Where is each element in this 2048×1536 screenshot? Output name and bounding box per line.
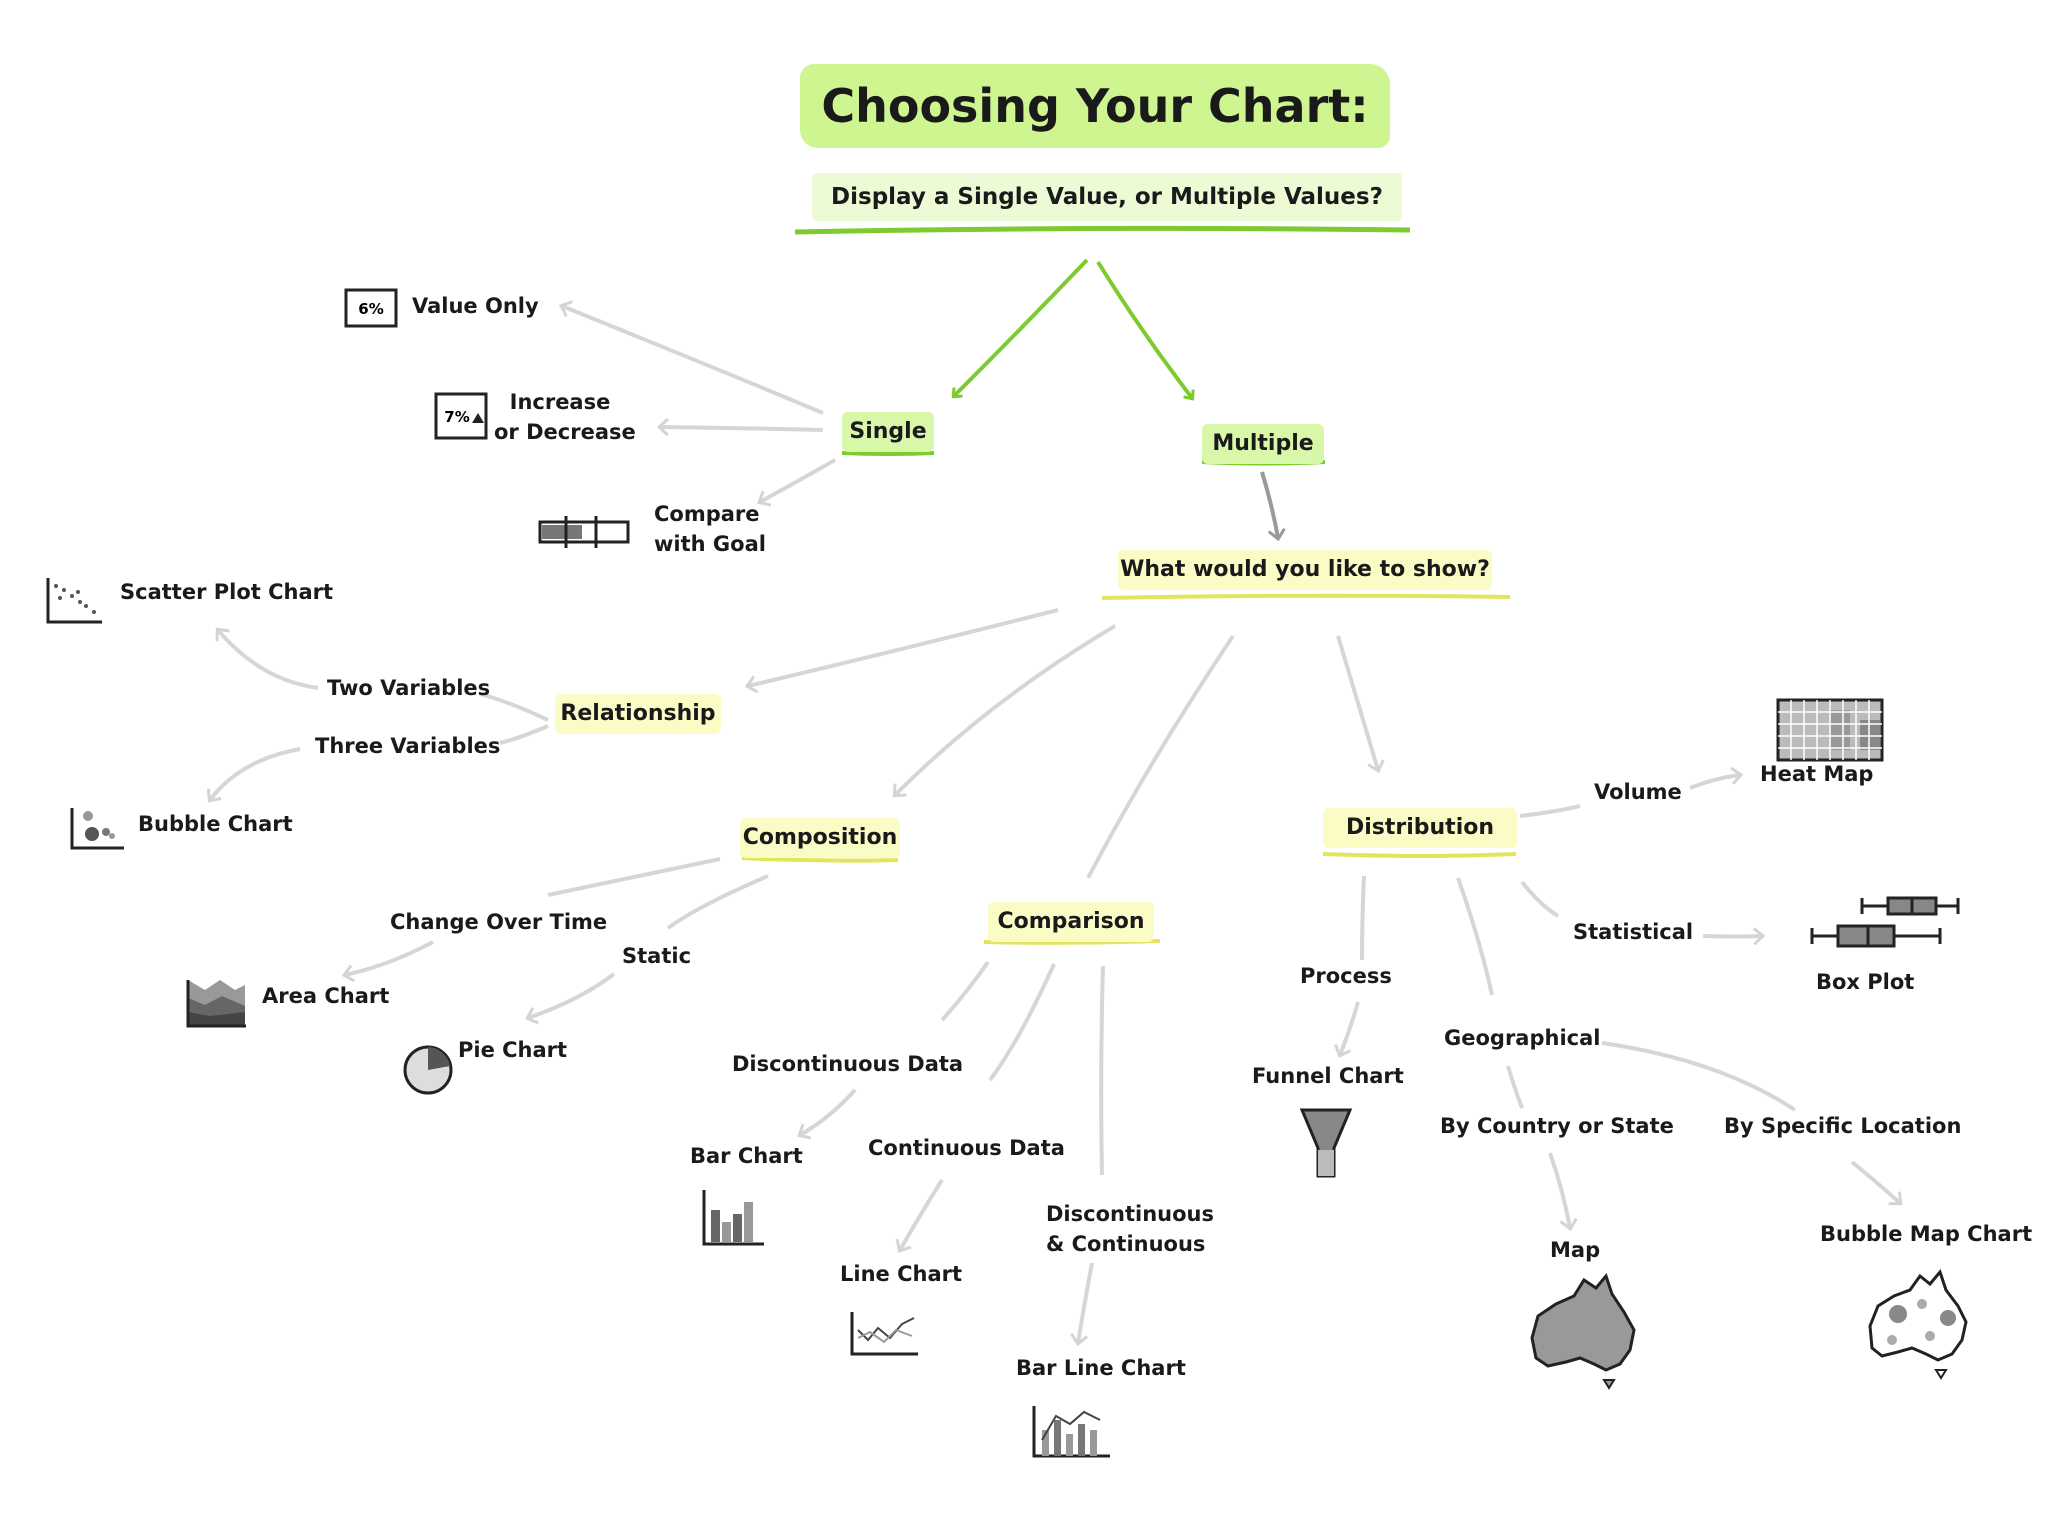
node-multiple: Multiple [1202,424,1324,464]
rel-to-three [499,724,549,745]
label-bubble-chart: Bubble Chart [138,812,293,836]
bar-line-chart-icon [1032,1406,1110,1458]
node-composition: Composition [740,818,900,858]
node-single: Single [842,412,934,452]
cmp-to-disccont [1099,965,1105,1176]
area-chart-icon [186,980,246,1028]
label-increase-line1: Increase [509,390,611,414]
label-line-chart: Line Chart [840,1262,963,1286]
value-icon-text: 6% [358,300,383,318]
bubble-chart-icon [70,808,124,850]
bubble-map-icon [1868,1268,1968,1380]
line-chart-icon [850,1312,918,1356]
label-goal-line1: Compare [654,502,760,526]
label-funnel-chart: Funnel Chart [1252,1064,1404,1088]
arrow-to-what [1260,471,1278,538]
node-what-to-show: What would you like to show? [1118,550,1492,590]
value-only-icon: 6% [344,288,398,328]
label-by-location: By Specific Location [1724,1114,1962,1138]
location-to-bubblemap [1850,1160,1900,1203]
static-to-pie [528,972,616,1018]
volume-to-heat [1689,775,1740,790]
disccont-to-barline [1078,1262,1094,1343]
label-goal-line2: with Goal [654,532,766,556]
node-relationship: Relationship [555,694,721,734]
statistical-to-box [1702,936,1762,937]
arrow-to-increase [660,427,824,430]
label-area-chart: Area Chart [262,984,390,1008]
scatter-plot-icon [46,578,102,624]
label-disc-cont-line1: Discontinuous [1046,1202,1214,1226]
label-box-plot: Box Plot [1816,970,1915,994]
label-two-variables: Two Variables [327,676,491,700]
arrow-to-distribution [1336,635,1378,770]
label-process: Process [1300,964,1392,988]
increase-decrease-icon: 7% [434,392,488,440]
australia-map-icon [1530,1272,1636,1390]
single-underline [841,451,935,456]
arrow-to-goal [760,458,836,502]
label-pie-chart: Pie Chart [458,1038,568,1062]
cont-to-line [900,1178,944,1250]
label-bar-line-chart: Bar Line Chart [1016,1356,1186,1380]
label-geographical: Geographical [1444,1026,1601,1050]
two-to-scatter [218,630,319,690]
disc-to-bar [800,1088,857,1135]
page-title: Choosing Your Chart: [800,64,1390,148]
funnel-chart-icon [1299,1108,1353,1178]
cmp-to-disc [940,960,990,1022]
label-disc-cont-line2: & Continuous [1046,1232,1206,1256]
arrow-to-multiple [1096,260,1192,398]
arrow-to-single [954,258,1089,396]
cmp-to-cont [988,963,1056,1082]
label-heat-map: Heat Map [1760,762,1874,786]
geo-to-location [1601,1041,1797,1112]
arrow-to-relationship [748,608,1059,686]
what-underline [1101,593,1511,600]
dist-to-statistical [1520,880,1560,918]
comp-to-static [666,874,769,930]
dist-to-process [1360,875,1366,961]
label-value-only: Value Only [412,294,539,318]
label-continuous-data: Continuous Data [868,1136,1065,1160]
label-increase-line2: or Decrease [494,420,636,444]
change-to-area [345,940,434,975]
label-static: Static [622,944,692,968]
rel-to-two [479,692,549,722]
heat-map-icon [1776,698,1884,762]
arrow-to-composition [895,624,1117,795]
label-discontinuous-data: Discontinuous Data [732,1052,964,1076]
label-change-over-time: Change Over Time [390,910,608,934]
label-statistical: Statistical [1573,920,1694,944]
subtitle-underline [794,225,1411,235]
composition-underline [741,856,899,863]
bar-chart-icon [702,1190,764,1246]
root-question: Display a Single Value, or Multiple Valu… [812,173,1402,221]
country-to-map [1548,1152,1570,1228]
node-distribution: Distribution [1323,808,1517,848]
increase-icon-text: 7% [444,408,469,426]
label-map: Map [1550,1238,1601,1262]
arrow-to-comparison [1086,634,1235,879]
node-comparison: Comparison [988,902,1154,942]
bullet-goal-icon [538,516,630,548]
distribution-underline [1322,852,1517,858]
arrow-to-value-only [562,306,824,415]
label-bubble-map: Bubble Map Chart [1820,1222,2033,1246]
dist-to-volume [1519,804,1581,818]
label-volume: Volume [1594,780,1682,804]
comp-to-change [547,857,721,897]
label-scatter-plot: Scatter Plot Chart [120,580,334,604]
dist-to-geo [1456,877,1494,996]
label-bar-chart: Bar Chart [690,1144,803,1168]
label-by-country: By Country or State [1440,1114,1674,1138]
geo-to-country [1506,1065,1524,1109]
label-three-variables: Three Variables [315,734,501,758]
process-to-funnel [1340,1001,1360,1055]
pie-chart-icon [403,1045,453,1095]
box-plot-icon [1810,896,1960,948]
three-to-bubble [210,747,301,800]
